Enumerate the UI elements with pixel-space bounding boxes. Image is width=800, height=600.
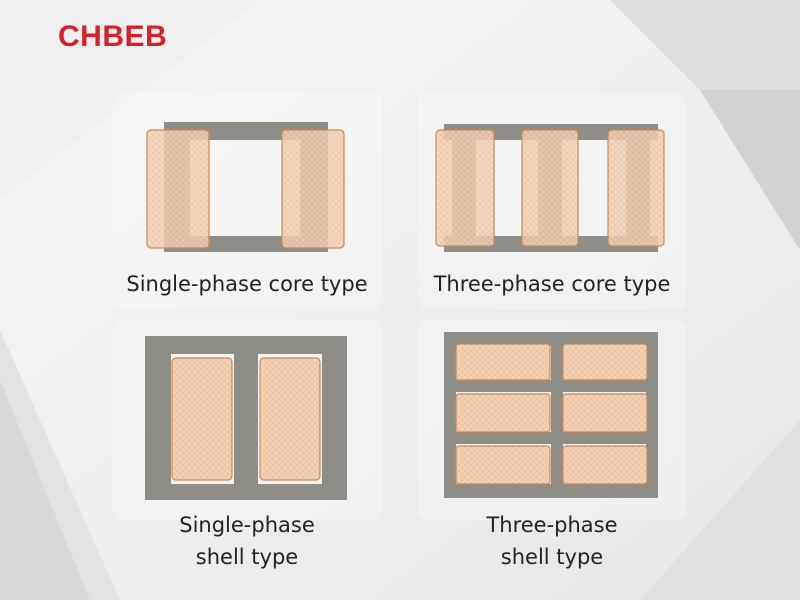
three-phase-core-diagram bbox=[435, 124, 665, 252]
winding-phase-1 bbox=[435, 129, 495, 247]
winding-left bbox=[146, 129, 210, 249]
winding-a2 bbox=[562, 343, 648, 381]
winding-phase-3 bbox=[607, 129, 665, 247]
single-phase-shell-diagram bbox=[145, 336, 347, 500]
winding-a1 bbox=[455, 343, 551, 381]
caption-single-phase-core: Single-phase core type bbox=[126, 272, 368, 296]
winding-phase-2 bbox=[521, 129, 579, 247]
winding-b2 bbox=[562, 393, 648, 433]
winding-c2 bbox=[562, 445, 648, 485]
winding-c1 bbox=[455, 445, 551, 485]
brand-logo: CHBEB bbox=[58, 20, 168, 53]
winding-right bbox=[259, 357, 321, 481]
core bbox=[444, 332, 658, 498]
caption-three-phase-core: Three-phase core type bbox=[433, 272, 671, 296]
winding-b1 bbox=[455, 393, 551, 433]
three-phase-shell-diagram bbox=[444, 332, 658, 498]
winding-left bbox=[171, 357, 233, 481]
single-phase-core-diagram bbox=[146, 122, 345, 252]
core bbox=[145, 336, 347, 500]
winding-right bbox=[281, 129, 345, 249]
caption-three-phase-shell: Three-phase shell type bbox=[486, 513, 618, 569]
caption-single-phase-shell: Single-phase shell type bbox=[179, 513, 315, 569]
